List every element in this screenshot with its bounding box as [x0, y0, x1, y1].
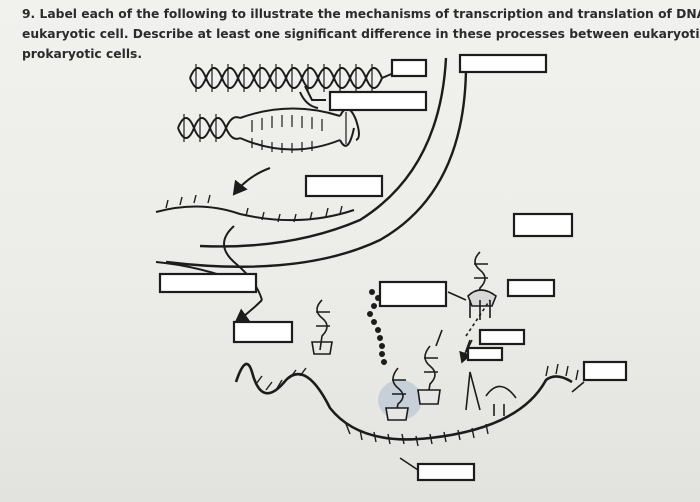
answer-box-13[interactable] [416, 462, 476, 482]
answer-box-2[interactable] [458, 53, 548, 74]
arrow-to-cytoplasm [234, 299, 263, 324]
dna-helix-transcription-bubble [177, 107, 360, 153]
pre-mrna-strand [155, 194, 355, 223]
answer-box-8[interactable] [506, 278, 556, 298]
answer-boxes [158, 53, 628, 482]
answer-box-1[interactable] [390, 58, 428, 78]
question-line-2: eukaryotic cell. Describe at least one s… [22, 27, 700, 41]
answer-box-6[interactable] [158, 272, 258, 294]
ribosome-trna-complex [378, 329, 443, 421]
answer-box-11[interactable] [466, 346, 504, 362]
trna-on-ribosome-right [469, 300, 491, 320]
free-trna-1 [311, 299, 333, 355]
answer-box-3[interactable] [328, 90, 428, 112]
answer-box-12[interactable] [582, 360, 628, 382]
label-leader-lines [395, 67, 585, 471]
question-text: 9. Label each of the following to illust… [22, 4, 700, 64]
arrow-transcription [299, 85, 326, 109]
answer-box-5[interactable] [512, 212, 574, 238]
nuclear-envelope [165, 57, 468, 268]
answer-box-4[interactable] [304, 174, 384, 198]
question-line-1: 9. Label each of the following to illust… [22, 7, 700, 21]
free-trna-2 [467, 251, 497, 307]
answer-box-7[interactable] [378, 280, 448, 308]
answer-box-9[interactable] [232, 320, 294, 344]
question-line-3: prokaryotic cells. [22, 47, 143, 61]
arrow-processing [232, 167, 271, 196]
ribosome-right [485, 385, 517, 416]
answer-box-10[interactable] [478, 328, 526, 346]
dna-double-helix-top [189, 64, 397, 92]
cytoplasmic-mrna [234, 362, 573, 441]
mrna-codons [255, 363, 579, 447]
